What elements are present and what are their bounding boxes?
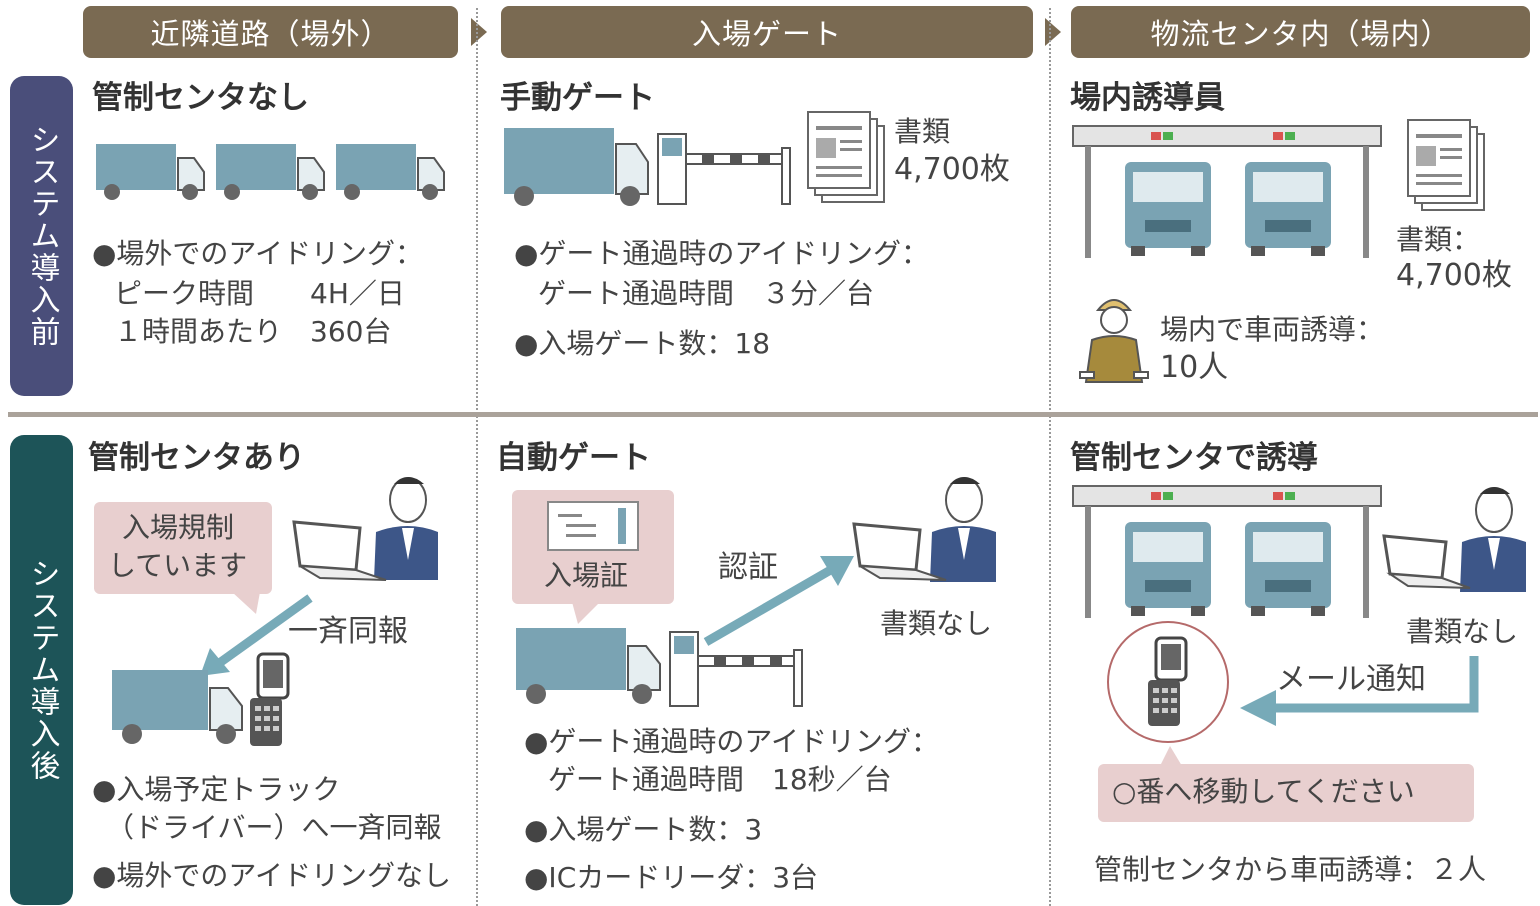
after-gate-pass-label: 入場証 (544, 559, 629, 592)
after-gate-line: ゲート通過時間 18秒／台 (548, 763, 892, 796)
column-header-road: 近隣道路（場外） (83, 6, 458, 58)
before-center-doc-count: 4,700枚 (1396, 258, 1512, 293)
after-center-no-docs: 書類なし (1406, 615, 1519, 648)
truck-front-icon (1125, 522, 1211, 616)
before-gate-doc-label: 書類 (894, 115, 951, 148)
mobile-phone-icon (250, 652, 290, 746)
before-center-guide-line: 10人 (1160, 350, 1229, 385)
after-road-line: ●入場予定トラック (92, 773, 341, 806)
after-gate-title: 自動ゲート (496, 440, 651, 476)
row-label-after: システム導入後 (10, 435, 73, 905)
gate-barrier-icon (669, 631, 803, 707)
document-stack-icon (807, 111, 885, 203)
auth-arrow-icon (703, 556, 854, 646)
truck-icon (216, 144, 325, 200)
truck-queue-illustration (96, 144, 445, 200)
before-gate-line: ●ゲート通過時のアイドリング： (514, 237, 930, 270)
after-gate-line: ●ゲート通過時のアイドリング： (524, 725, 940, 758)
operator-laptop-icon (1382, 487, 1526, 592)
truck-front-icon (1245, 162, 1331, 256)
dock-trucks-illustration (1072, 125, 1382, 258)
truck-front-icon (1125, 162, 1211, 256)
before-center-title: 場内誘導員 (1070, 80, 1225, 116)
manual-gate-illustration (504, 128, 791, 206)
before-road-title: 管制センタなし (92, 80, 309, 116)
guide-worker-icon (1079, 299, 1149, 383)
row-label-before: システム導入前 (10, 76, 73, 396)
truck-icon (516, 628, 661, 704)
bubble-line: しています (108, 549, 248, 582)
before-road-line: ●場外でのアイドリング： (92, 237, 424, 270)
after-gate-no-docs: 書類なし (880, 607, 993, 640)
auto-gate-illustration (516, 628, 803, 707)
chevron-right-icon (1045, 18, 1061, 46)
phone-circle-icon (1107, 621, 1229, 743)
id-card-icon (547, 501, 639, 551)
before-center-guide-line: 場内で車両誘導： (1160, 313, 1385, 346)
mail-arrow-icon (1240, 656, 1479, 726)
after-road-line: （ドライバー）へ一斉同報 (106, 811, 442, 844)
before-gate-line: ゲート通過時間 ３分／台 (538, 277, 875, 310)
chevron-right-icon (471, 18, 487, 46)
after-center-footer: 管制センタから車両誘導：２人 (1094, 853, 1487, 886)
after-gate-auth-label: 認証 (718, 550, 778, 585)
after-road-title: 管制センタあり (88, 440, 305, 476)
bubble-line: 入場規制 (122, 511, 235, 544)
after-center-bubble-text: ○番へ移動してください (1112, 775, 1415, 808)
broadcast-arrow-icon (200, 594, 313, 676)
truck-front-icon (1245, 522, 1331, 616)
after-center-title: 管制センタで誘導 (1070, 440, 1318, 476)
truck-icon (96, 144, 205, 200)
truck-icon (112, 670, 243, 744)
after-road-broadcast: 一斉同報 (288, 614, 408, 649)
bubble-tail-icon (1160, 746, 1182, 766)
column-header-gate: 入場ゲート (501, 6, 1033, 58)
document-stack-icon (1407, 119, 1485, 211)
instruction-bubble: ○番へ移動してください (1098, 764, 1474, 822)
operator-laptop-icon (292, 477, 438, 581)
column-divider (1049, 8, 1051, 906)
truck-icon (336, 144, 445, 200)
after-gate-line: ●ICカードリーダ：3台 (524, 861, 819, 894)
mobile-phone-icon (1148, 636, 1188, 726)
before-gate-line: ●入場ゲート数：18 (514, 327, 771, 360)
dock-trucks-illustration (1072, 485, 1382, 618)
after-gate-line: ●入場ゲート数：3 (524, 813, 763, 846)
before-gate-title: 手動ゲート (500, 80, 655, 116)
before-road-line: １時間あたり 360台 (114, 315, 392, 348)
bubble-tail-icon (572, 602, 600, 624)
truck-icon (504, 128, 649, 206)
bubble-tail-icon (232, 592, 260, 614)
row-divider (8, 412, 1538, 417)
gate-barrier-icon (657, 133, 791, 205)
operator-laptop-icon (852, 477, 996, 582)
column-divider (476, 8, 478, 906)
after-road-line: ●場外でのアイドリングなし (92, 859, 452, 892)
column-header-center: 物流センタ内（場内） (1071, 6, 1530, 58)
before-road-line: ピーク時間 4H／日 (114, 277, 405, 310)
before-gate-doc-count: 4,700枚 (894, 152, 1010, 187)
pass-card-bubble: 入場証 (512, 490, 674, 604)
before-center-doc-label: 書類： (1396, 223, 1481, 256)
after-center-mail: メール通知 (1276, 662, 1426, 697)
speech-bubble: 入場規制 しています (94, 502, 272, 594)
